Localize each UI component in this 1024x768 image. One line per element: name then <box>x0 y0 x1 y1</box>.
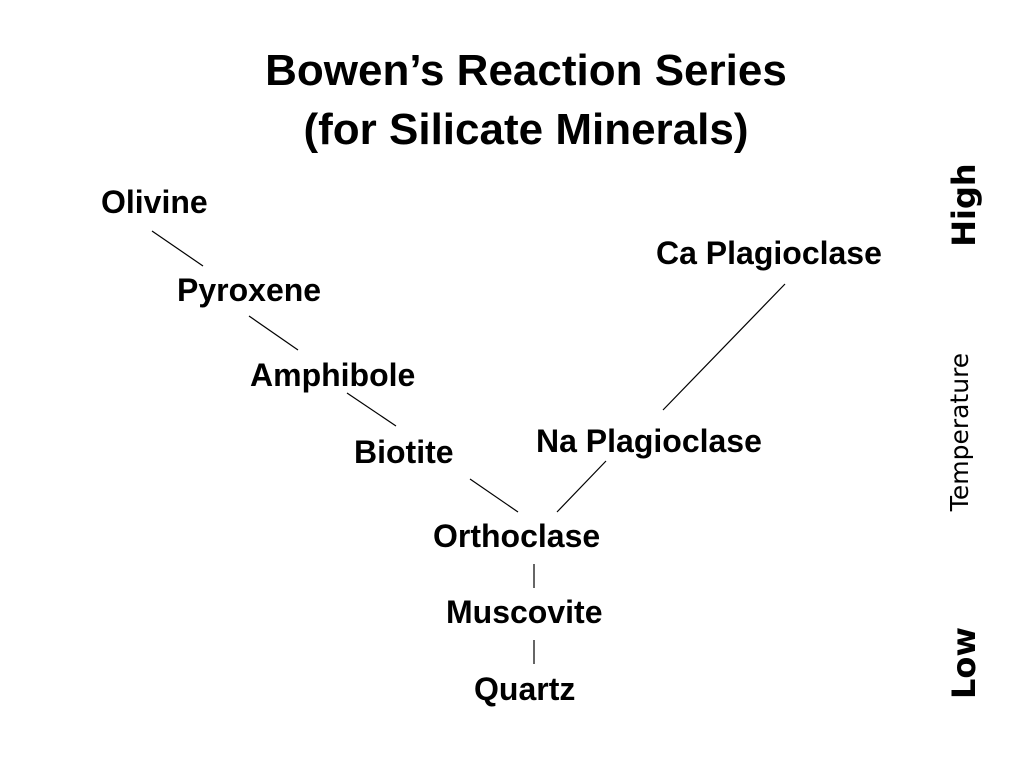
mineral-ca-plagioclase: Ca Plagioclase <box>656 235 882 271</box>
diagram-title-line-2: (for Silicate Minerals) <box>303 105 749 154</box>
mineral-na-plagioclase: Na Plagioclase <box>536 423 762 459</box>
mineral-pyroxene: Pyroxene <box>177 272 322 308</box>
mineral-orthoclase: Orthoclase <box>433 518 601 554</box>
temperature-high-label: High <box>945 163 983 247</box>
connector-na-plagioclase-orthoclase <box>556 460 607 513</box>
mineral-olivine: Olivine <box>101 184 208 220</box>
connector-ca-plagioclase-na-plagioclase <box>662 283 786 411</box>
mineral-quartz: Quartz <box>474 671 576 707</box>
diagram-title-line-1: Bowen’s Reaction Series <box>265 46 787 95</box>
connector-amphibole-biotite <box>346 392 397 427</box>
mineral-biotite: Biotite <box>354 434 454 470</box>
temperature-low-label: Low <box>945 627 983 699</box>
connector-pyroxene-amphibole <box>248 315 299 351</box>
connector-biotite-orthoclase <box>469 478 519 513</box>
mineral-muscovite: Muscovite <box>446 594 603 630</box>
mineral-amphibole: Amphibole <box>250 357 416 393</box>
connector-olivine-pyroxene <box>151 230 204 267</box>
temperature-axis-label: Temperature <box>945 352 974 512</box>
